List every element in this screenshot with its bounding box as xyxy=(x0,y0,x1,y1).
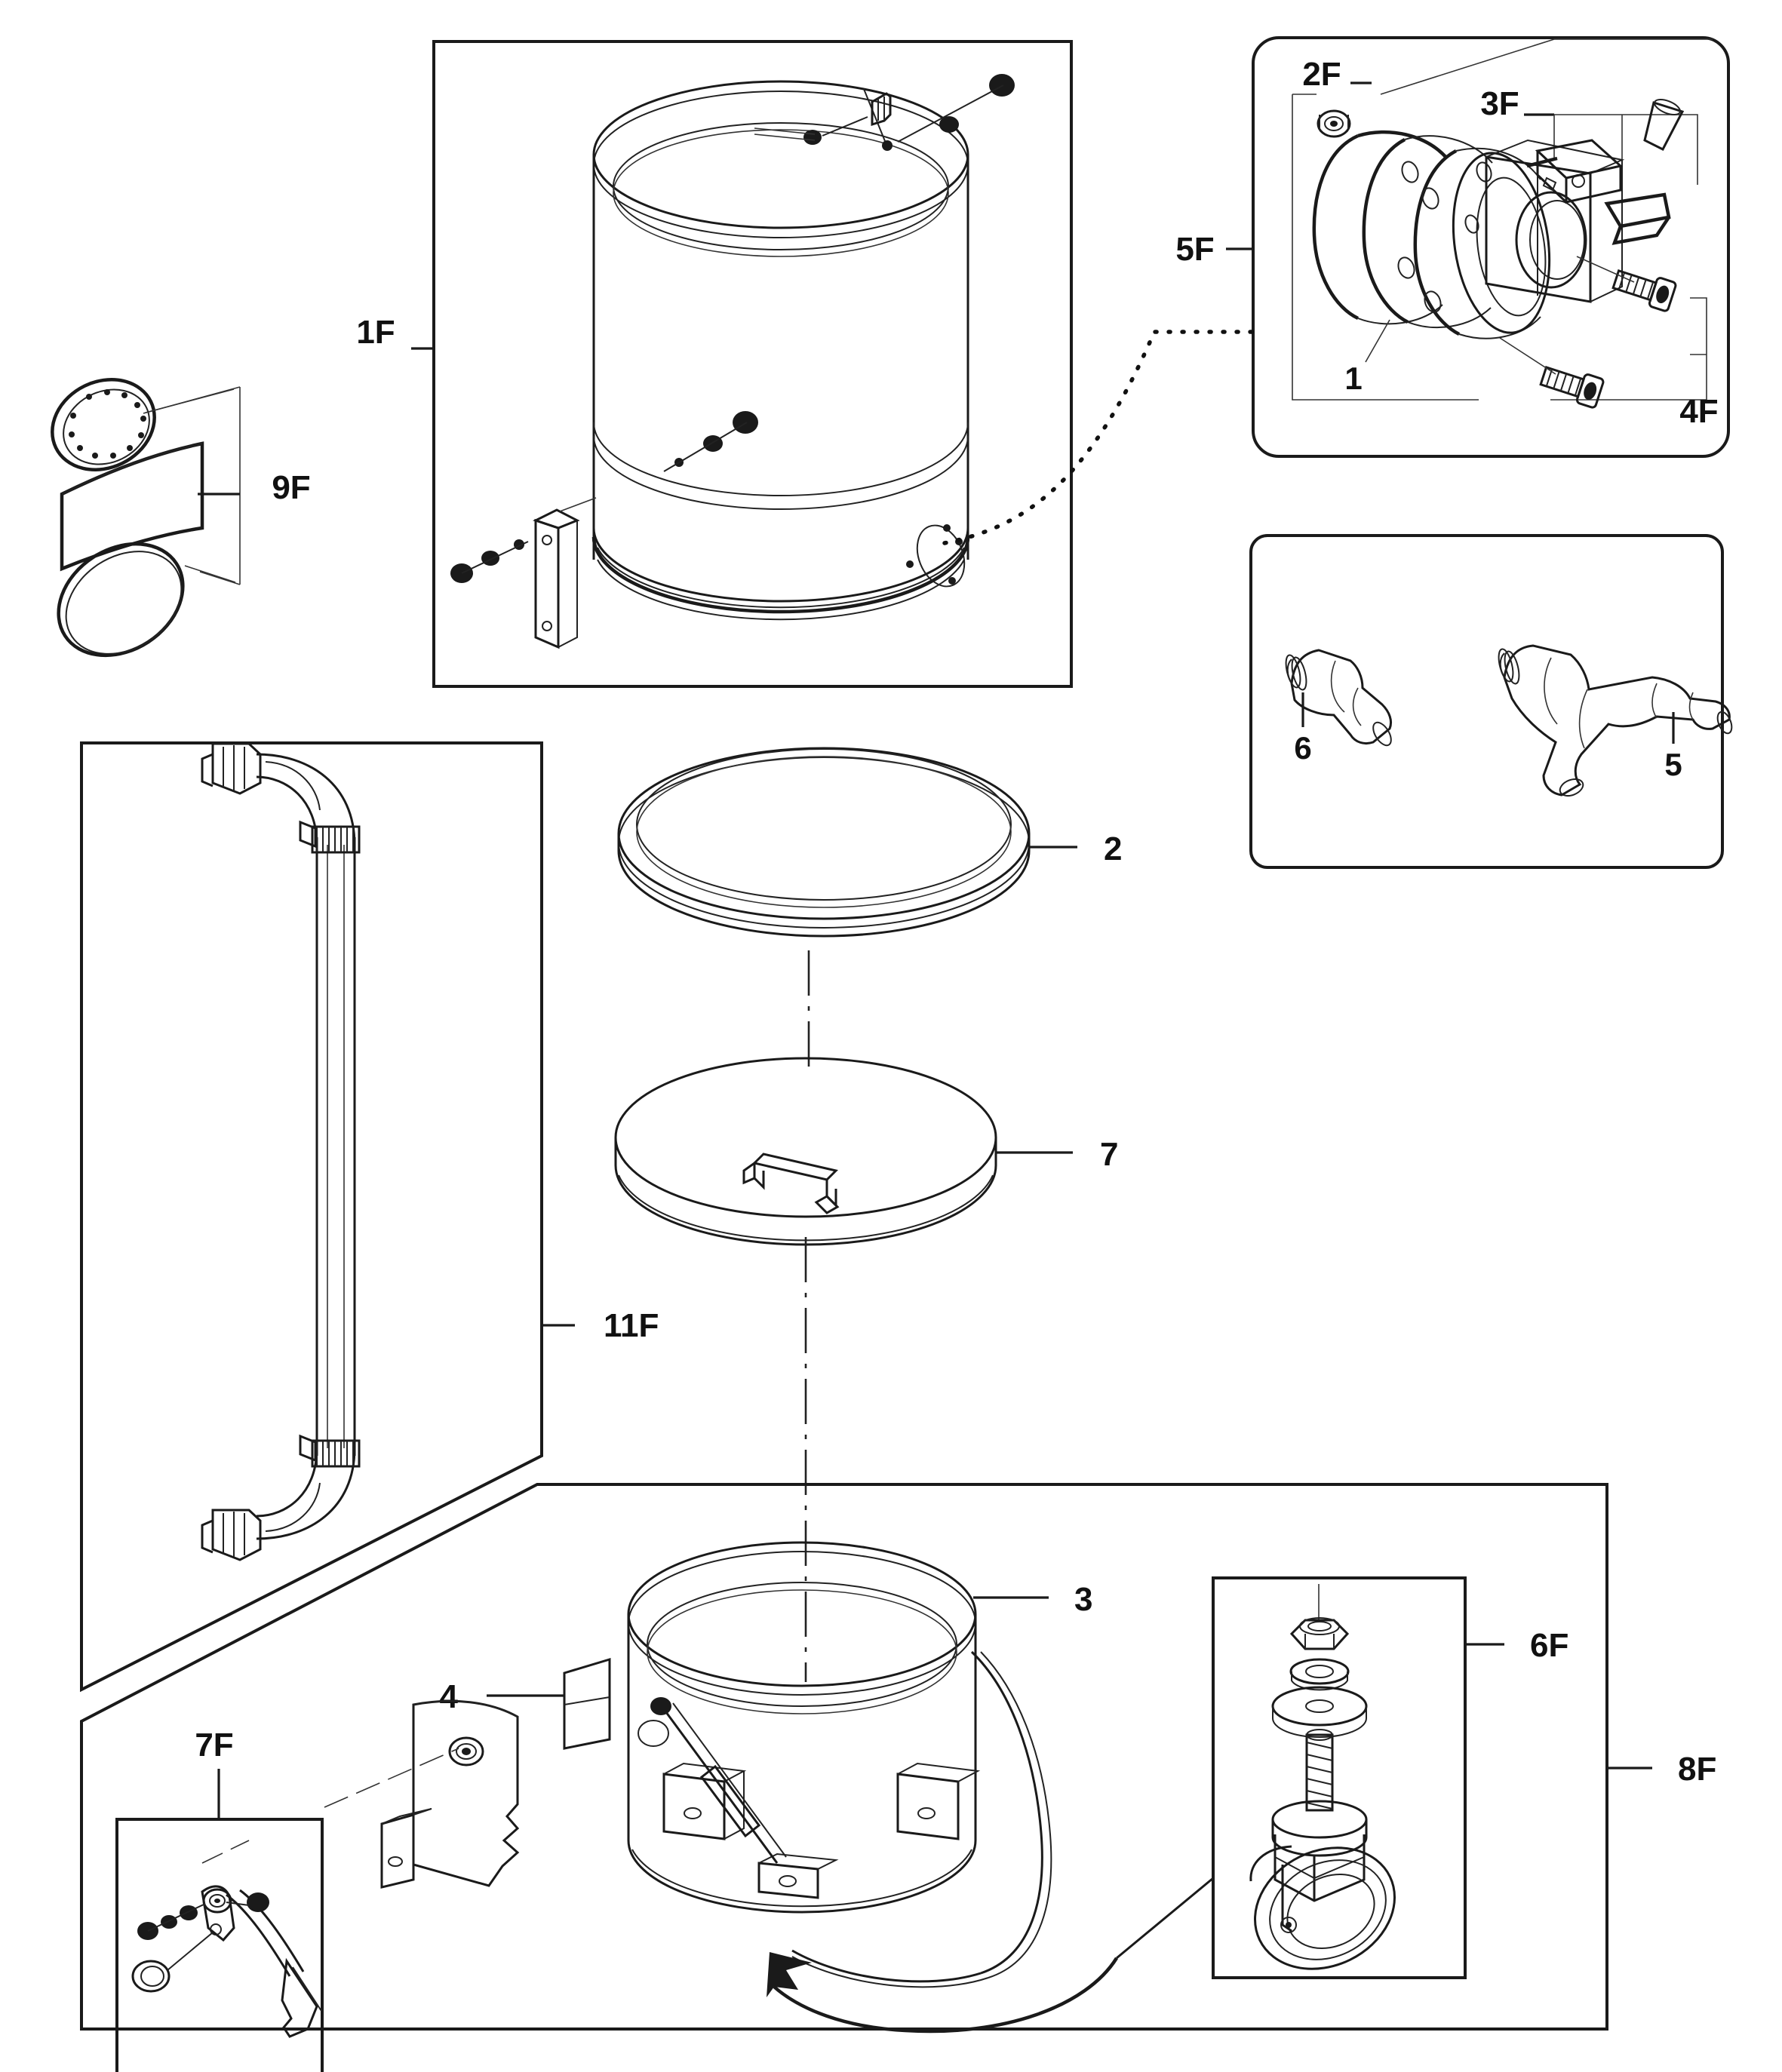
drum-top-fastener-set xyxy=(754,74,1015,151)
drum-assembly-panel: 1F xyxy=(356,40,1073,688)
label-3F: 2F xyxy=(1302,56,1341,93)
perforated-gasket xyxy=(51,378,235,471)
drain-hose-panel: 11F xyxy=(80,741,659,1693)
label-1F: 1F xyxy=(356,314,395,351)
label-part-7: 7 xyxy=(1100,1136,1118,1173)
handle-latch-panel: 7F xyxy=(115,1727,324,2072)
motor-nut-frame xyxy=(1292,94,1479,401)
label-part-3: 3 xyxy=(1074,1581,1092,1618)
label-part-5: 5 xyxy=(1664,747,1682,782)
label-5F: 4F xyxy=(1679,393,1718,430)
label-2F: 5F xyxy=(1175,231,1214,268)
label-part-4: 4 xyxy=(440,1678,459,1715)
motor-assembly-frame xyxy=(1252,36,1730,458)
gasket-kit-group: 9F xyxy=(51,378,311,658)
handle-latch-parts xyxy=(131,1840,322,2038)
brush-kit xyxy=(1526,98,1685,245)
label-motor-1: 1 xyxy=(1344,361,1362,396)
band-gasket xyxy=(60,441,204,572)
leader-motor-1 xyxy=(1365,319,1390,363)
base-assembly-frame xyxy=(80,1483,1608,2031)
lid-gasket-ring: 2 xyxy=(617,747,1122,938)
drum-mid-screw-set xyxy=(663,411,758,472)
reducer-fitting: 6 xyxy=(1285,649,1393,766)
rotation-arrow xyxy=(767,1952,1118,2034)
motor-screws xyxy=(1499,256,1677,409)
caster-to-drum-leader xyxy=(1116,1877,1214,1960)
label-6F: 6F xyxy=(1530,1627,1568,1664)
o-ring-gasket xyxy=(57,542,236,658)
label-9F: 9F xyxy=(272,469,310,506)
arrow-head xyxy=(767,1952,812,1997)
drain-hose-frame xyxy=(80,741,543,1693)
drum-assembly-frame xyxy=(432,40,1073,688)
drum-body xyxy=(591,80,970,621)
deflector-small: 4 xyxy=(440,1657,611,1750)
drain-hose xyxy=(201,742,361,1561)
y-fitting: 5 xyxy=(1498,644,1733,797)
drum-side-bracket xyxy=(450,497,597,649)
caster-parts xyxy=(1249,1584,1396,1970)
filter-plate-handle xyxy=(742,1153,840,1214)
motor-leader-frame-a xyxy=(1380,38,1555,95)
base-assembly-panel: 3 4 7F xyxy=(80,1483,1716,2072)
label-11F: 11F xyxy=(604,1307,659,1344)
label-part-6: 6 xyxy=(1294,730,1311,766)
label-part-2: 2 xyxy=(1104,830,1122,867)
caster-frame xyxy=(1212,1576,1467,1979)
label-8F: 8F xyxy=(1678,1751,1716,1788)
fittings-frame xyxy=(1249,534,1724,869)
base-drum: 3 xyxy=(627,1541,1092,1988)
motor-assembly-panel: 1 2F 3F 4F 5F xyxy=(942,36,1730,545)
motor-nut xyxy=(1317,109,1351,138)
baffle-vane xyxy=(324,1699,520,1889)
label-4F: 3F xyxy=(1480,85,1519,122)
label-7F: 7F xyxy=(195,1727,233,1764)
fittings-panel: 6 5 xyxy=(1249,534,1733,869)
caster-panel: 6F xyxy=(1116,1576,1568,1979)
